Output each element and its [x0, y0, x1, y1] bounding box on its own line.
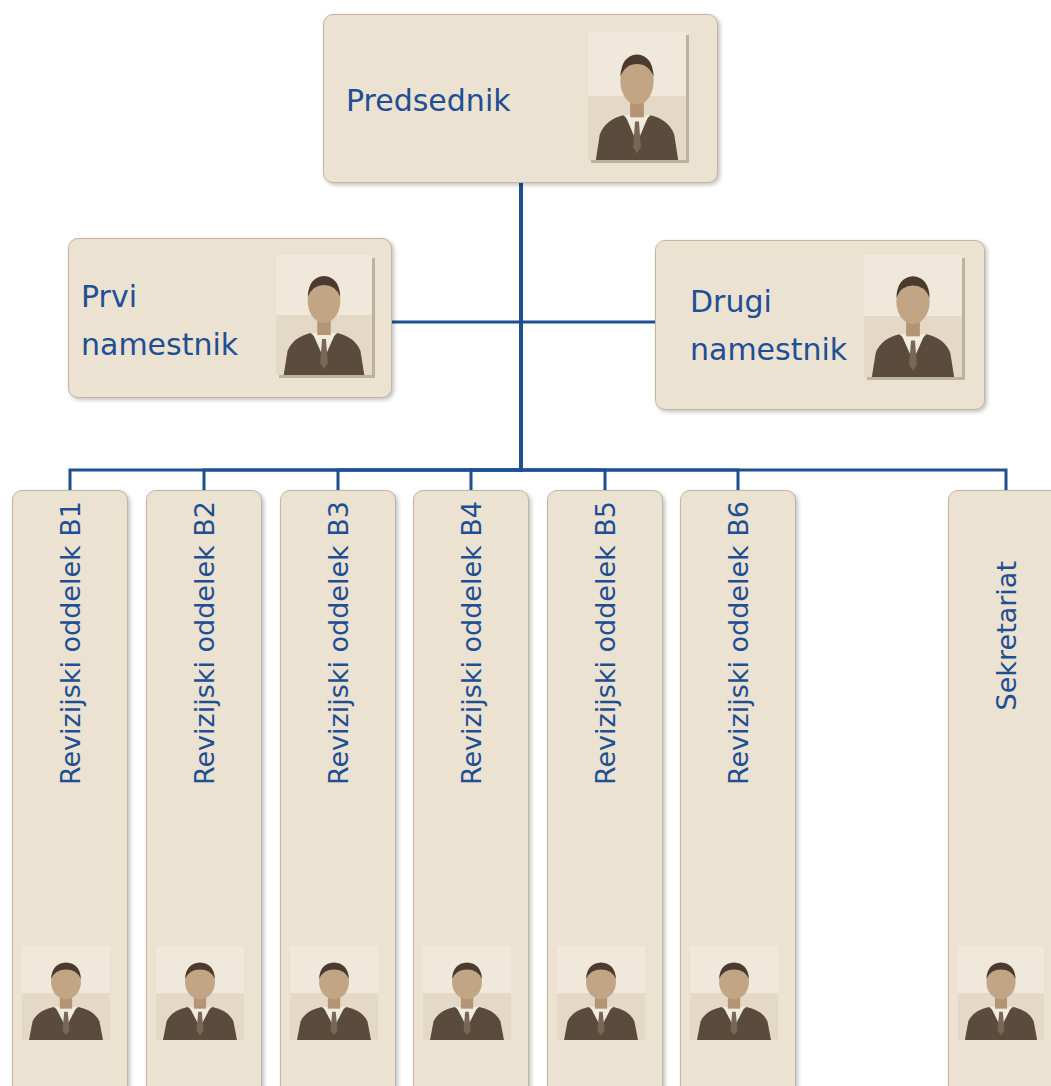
department-box: Revizijski oddelek B1: [12, 490, 128, 1086]
deputy-box: Prvi namestnik: [68, 238, 392, 398]
department-box: Revizijski oddelek B4: [413, 490, 529, 1086]
portrait-photo: [690, 946, 778, 1040]
org-connector: [521, 183, 1006, 490]
org-connector: [471, 183, 521, 490]
org-connector: [392, 183, 521, 322]
role-label: Drugi namestnik: [690, 278, 860, 374]
department-label: Revizijski oddelek B1: [55, 501, 87, 785]
org-connector: [521, 183, 655, 322]
portrait-photo: [557, 946, 645, 1040]
org-connector: [521, 183, 605, 490]
portrait-photo: [423, 946, 511, 1040]
department-label: Revizijski oddelek B6: [723, 501, 755, 785]
deputy-box: Drugi namestnik: [655, 240, 985, 410]
department-label: Revizijski oddelek B2: [189, 501, 221, 785]
department-label: Sekretariat: [991, 561, 1023, 710]
department-box: Revizijski oddelek B3: [280, 490, 396, 1086]
secretariat-box: Sekretariat: [948, 490, 1051, 1086]
portrait-photo: [156, 946, 244, 1040]
portrait-photo: [290, 946, 378, 1040]
photo-shadow: [591, 35, 689, 163]
role-label: Predsednik: [346, 77, 576, 125]
department-label: Revizijski oddelek B5: [590, 501, 622, 785]
department-box: Revizijski oddelek B6: [680, 490, 796, 1086]
portrait-photo: [958, 946, 1044, 1040]
role-label: Prvi namestnik: [81, 273, 261, 369]
portrait-photo: [588, 32, 686, 160]
president-box: Predsednik: [323, 14, 718, 183]
portrait-photo: [276, 255, 372, 375]
department-box: Revizijski oddelek B2: [146, 490, 262, 1086]
department-label: Revizijski oddelek B4: [456, 501, 488, 785]
portrait-shadows: [279, 35, 965, 380]
department-box: Revizijski oddelek B5: [547, 490, 663, 1086]
portrait-photo: [864, 255, 962, 377]
portrait-photo: [22, 946, 110, 1040]
photo-shadow: [279, 258, 375, 378]
photo-shadow: [867, 258, 965, 380]
department-label: Revizijski oddelek B3: [323, 501, 355, 785]
